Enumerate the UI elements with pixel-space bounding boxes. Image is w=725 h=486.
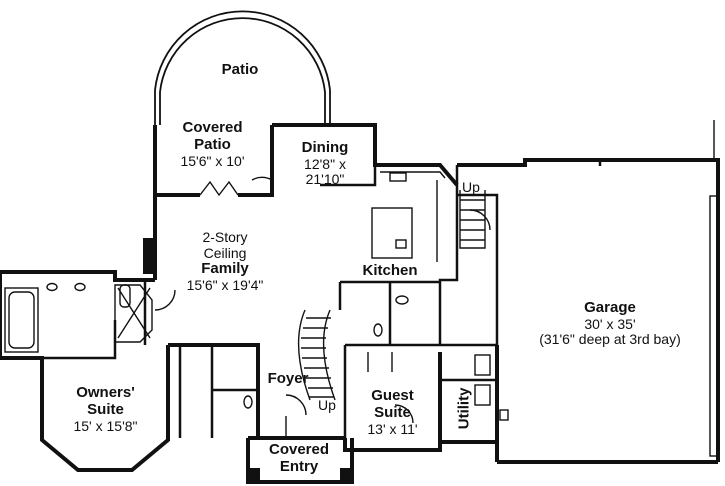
interior-walls (42, 125, 602, 438)
stairs (297, 190, 486, 401)
entry-columns (145, 240, 352, 482)
patio-arc (154, 10, 331, 125)
family-name: Family (201, 260, 249, 278)
dining-dims-2: 21'10" (305, 171, 345, 188)
foyer-name: Foyer (267, 370, 309, 387)
family-dims: 15'6" x 19'4" (186, 277, 264, 294)
room-dining: Dining 12'8" x 21'10" (280, 139, 370, 188)
patio-name: Patio (221, 61, 259, 78)
room-covered-patio: Covered Patio 15'6" x 10' (160, 119, 265, 169)
stair-up-foyer-text: Up (318, 397, 336, 413)
covered-patio-name-1: Covered (182, 119, 243, 136)
family-line-1: 2-Story (202, 229, 248, 245)
dining-name: Dining (301, 139, 349, 156)
room-patio: Patio (200, 61, 280, 79)
guest-suite-dims: 13' x 11' (367, 420, 418, 437)
owners-suite-name-1: Owners' (76, 384, 135, 401)
covered-patio-name-2: Patio (194, 135, 231, 153)
garage-dims-2: (31'6" deep at 3rd bay) (539, 331, 681, 348)
owners-suite-name-2: Suite (87, 400, 124, 418)
stair-up-label-foyer: Up (312, 397, 342, 414)
stair-up-top-text: Up (462, 179, 480, 195)
fixtures (4, 120, 719, 457)
exterior-walls (0, 123, 720, 484)
room-covered-entry: Covered Entry (255, 441, 343, 476)
family-line-2: Ceiling (203, 244, 247, 261)
room-kitchen: Kitchen (350, 262, 430, 280)
room-garage: Garage 30' x 35' (31'6" deep at 3rd bay) (505, 299, 715, 348)
stair-up-label-top: Up (456, 179, 486, 196)
covered-entry-name-1: Covered (268, 441, 330, 458)
room-utility: Utility (455, 368, 474, 448)
room-family: 2-Story Ceiling Family 15'6" x 19'4" (170, 229, 280, 294)
guest-suite-name-1: Guest (371, 387, 414, 404)
utility-name: Utility (455, 387, 473, 430)
covered-entry-name-2: Entry (279, 457, 319, 475)
garage-name: Garage (584, 299, 636, 316)
room-owners-suite: Owners' Suite 15' x 15'8" (48, 384, 163, 434)
garage-dims-1: 30' x 35' (584, 315, 636, 332)
owners-suite-dims: 15' x 15'8" (73, 417, 138, 434)
room-guest-suite: Guest Suite 13' x 11' (345, 387, 440, 437)
kitchen-name: Kitchen (362, 262, 418, 279)
room-foyer: Foyer (258, 370, 318, 388)
covered-patio-dims: 15'6" x 10' (180, 152, 245, 169)
guest-suite-name-2: Suite (374, 403, 411, 421)
dining-dims-1: 12'8" x (304, 155, 346, 172)
